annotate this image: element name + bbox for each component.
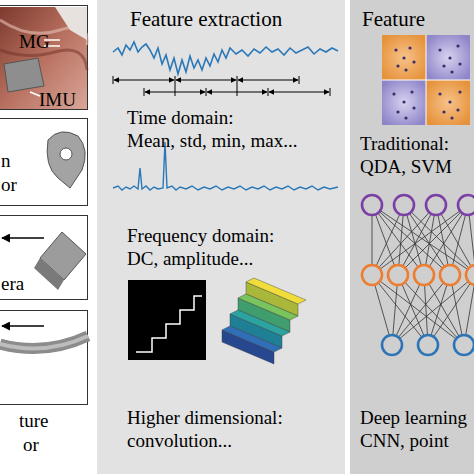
- panel-heading: Feature extraction: [130, 8, 282, 31]
- network-links: [372, 205, 474, 345]
- method-detail: convolution...: [127, 431, 232, 452]
- sensor-label: MG: [19, 32, 50, 53]
- panel-heading: Feature: [362, 8, 425, 31]
- sensor-label: IMU: [39, 90, 76, 111]
- method-detail: QDA, SVM: [360, 157, 452, 178]
- feature-extraction-panel: Feature extractionTime domain:Mean, std,…: [97, 0, 345, 474]
- sensor-label: era: [1, 274, 24, 295]
- scatter-plot: [382, 35, 470, 125]
- method-heading: Higher dimensional:: [127, 408, 283, 429]
- time-signal: [113, 42, 338, 74]
- network-neurons: [362, 195, 474, 355]
- sensor-label: n: [1, 151, 11, 172]
- sensor-label: ture: [19, 411, 49, 432]
- stair-pointcloud: [222, 278, 306, 364]
- method-heading: Time domain:: [127, 108, 233, 129]
- sensor-label: or: [23, 435, 39, 456]
- camera-shape: [2, 232, 86, 290]
- sensor-box: tureor: [0, 310, 88, 405]
- depth-image: [128, 280, 206, 360]
- method-detail: CNN, point: [360, 431, 449, 452]
- method-heading: Traditional:: [360, 134, 449, 155]
- spectrum: [113, 142, 338, 190]
- encoder-shape: [47, 132, 85, 188]
- method-heading: Deep learning: [360, 408, 467, 429]
- leg-photo: [0, 7, 87, 109]
- curvature-sensor: [0, 326, 88, 349]
- sensor-label: or: [1, 175, 17, 196]
- method-detail: Mean, std, min, max...: [127, 131, 297, 152]
- method-detail: DC, amplitude...: [127, 249, 253, 270]
- method-heading: Frequency domain:: [127, 226, 274, 247]
- window-arrows: [113, 76, 330, 96]
